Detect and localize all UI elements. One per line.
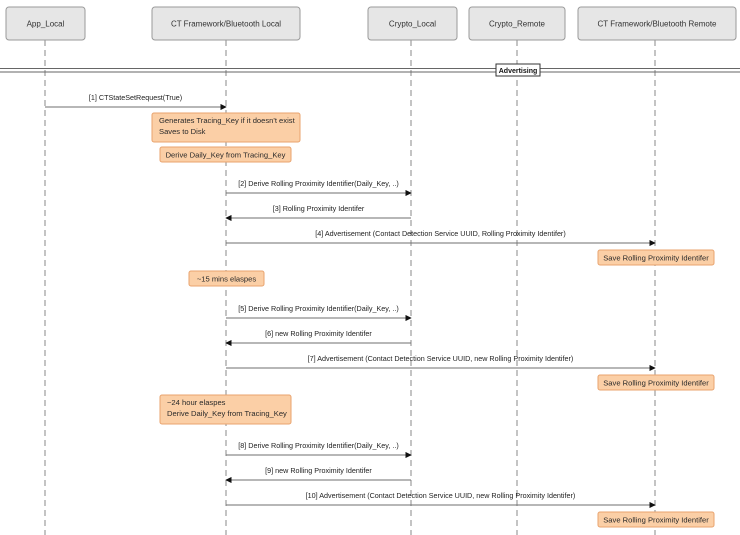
note-text: Derive Daily_Key from Tracing_Key [166,151,286,160]
note-text: Save Rolling Proximity Identifer [603,254,709,263]
divider-label-box [495,63,541,77]
participant-cr: Crypto_Remote [468,6,566,41]
message-2: [2] Derive Rolling Proximity Identifier(… [226,179,412,197]
participant-ctl: CT Framework/Bluetooth Local [151,6,301,41]
message-label: [10] Advertisement (Contact Detection Se… [306,491,576,500]
note-box [597,249,715,266]
message-8: [8] Derive Rolling Proximity Identifier(… [226,441,412,459]
message-label: [6] new Rolling Proximity Identifer [265,329,372,338]
divider-label: Advertising [499,68,538,75]
note-box [159,146,292,163]
participant-label: CT Framework/Bluetooth Remote [597,20,717,29]
participant-label: App_Local [27,20,65,29]
note-text: ~24 hour elaspes [167,398,226,407]
note-box [188,270,265,287]
participant-box [577,6,737,41]
message-5: [5] Derive Rolling Proximity Identifier(… [226,304,412,322]
message-label: [1] CTStateSetRequest(True) [89,93,182,102]
message-3: [3] Rolling Proximity Identifer [225,204,411,222]
note-text: ~15 mins elaspes [197,275,257,284]
note-text: Save Rolling Proximity Identifer [603,379,709,388]
participant-label: Crypto_Remote [489,20,546,29]
participant-label: CT Framework/Bluetooth Local [171,20,281,29]
note-box [597,511,715,528]
message-label: [5] Derive Rolling Proximity Identifier(… [238,304,398,313]
note-text: Save Rolling Proximity Identifer [603,516,709,525]
message-6: [6] new Rolling Proximity Identifer [225,329,411,347]
message-4: [4] Advertisement (Contact Detection Ser… [226,229,656,247]
message-7: [7] Advertisement (Contact Detection Ser… [226,354,656,372]
message-10: [10] Advertisement (Contact Detection Se… [226,491,656,509]
note-box [159,394,292,425]
participant-box [151,6,301,41]
message-label: [8] Derive Rolling Proximity Identifier(… [238,441,398,450]
note-5: Save Rolling Proximity Identifer [597,374,715,391]
note-2: Derive Daily_Key from Tracing_Key [159,146,292,163]
note-text: Derive Daily_Key from Tracing_Key [167,409,287,418]
note-4: ~15 mins elaspes [188,270,265,287]
message-label: [3] Rolling Proximity Identifer [273,204,365,213]
participant-box [468,6,566,41]
message-label: [7] Advertisement (Contact Detection Ser… [308,354,574,363]
participant-box [5,6,86,41]
note-box [151,112,301,143]
note-text: Saves to Disk [159,127,206,136]
note-text: Generates Tracing_Key if it doesn't exis… [159,116,296,125]
participant-label: Crypto_Local [389,20,436,29]
participant-app: App_Local [5,6,86,41]
note-7: Save Rolling Proximity Identifer [597,511,715,528]
message-label: [4] Advertisement (Contact Detection Ser… [315,229,565,238]
note-1: Generates Tracing_Key if it doesn't exis… [151,112,301,143]
participant-box [367,6,458,41]
participant-ctr: CT Framework/Bluetooth Remote [577,6,737,41]
message-1: [1] CTStateSetRequest(True) [45,93,227,111]
participant-cl: Crypto_Local [367,6,458,41]
message-9: [9] new Rolling Proximity Identifer [225,466,411,484]
note-3: Save Rolling Proximity Identifer [597,249,715,266]
message-label: [2] Derive Rolling Proximity Identifier(… [238,179,398,188]
note-box [597,374,715,391]
message-label: [9] new Rolling Proximity Identifer [265,466,372,475]
